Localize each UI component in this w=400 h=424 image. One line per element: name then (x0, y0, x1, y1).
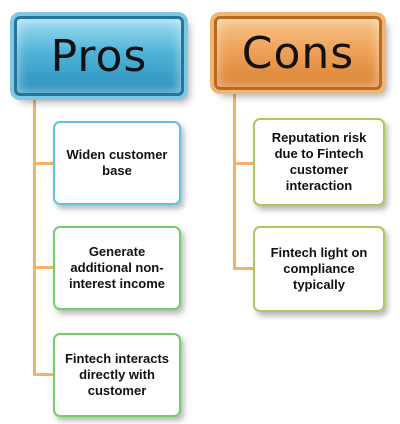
cons-connector-branch (233, 267, 253, 270)
pros-connector-branch (33, 373, 53, 376)
pros-connector-trunk (33, 96, 36, 376)
pros-item-3: Fintech interacts directly with customer (53, 333, 181, 417)
pros-connector-branch (33, 266, 53, 269)
pros-item-1: Widen customer base (53, 121, 181, 205)
pros-item-2: Generate additional non-interest income (53, 226, 181, 310)
pros-header: Pros (14, 16, 184, 96)
cons-item-1: Reputation risk due to Fintech customer … (253, 118, 385, 206)
cons-header: Cons (214, 16, 382, 90)
cons-connector-trunk (233, 90, 236, 270)
cons-item-2: Fintech light on compliance typically (253, 226, 385, 312)
cons-connector-branch (233, 162, 253, 165)
pros-connector-branch (33, 162, 53, 165)
